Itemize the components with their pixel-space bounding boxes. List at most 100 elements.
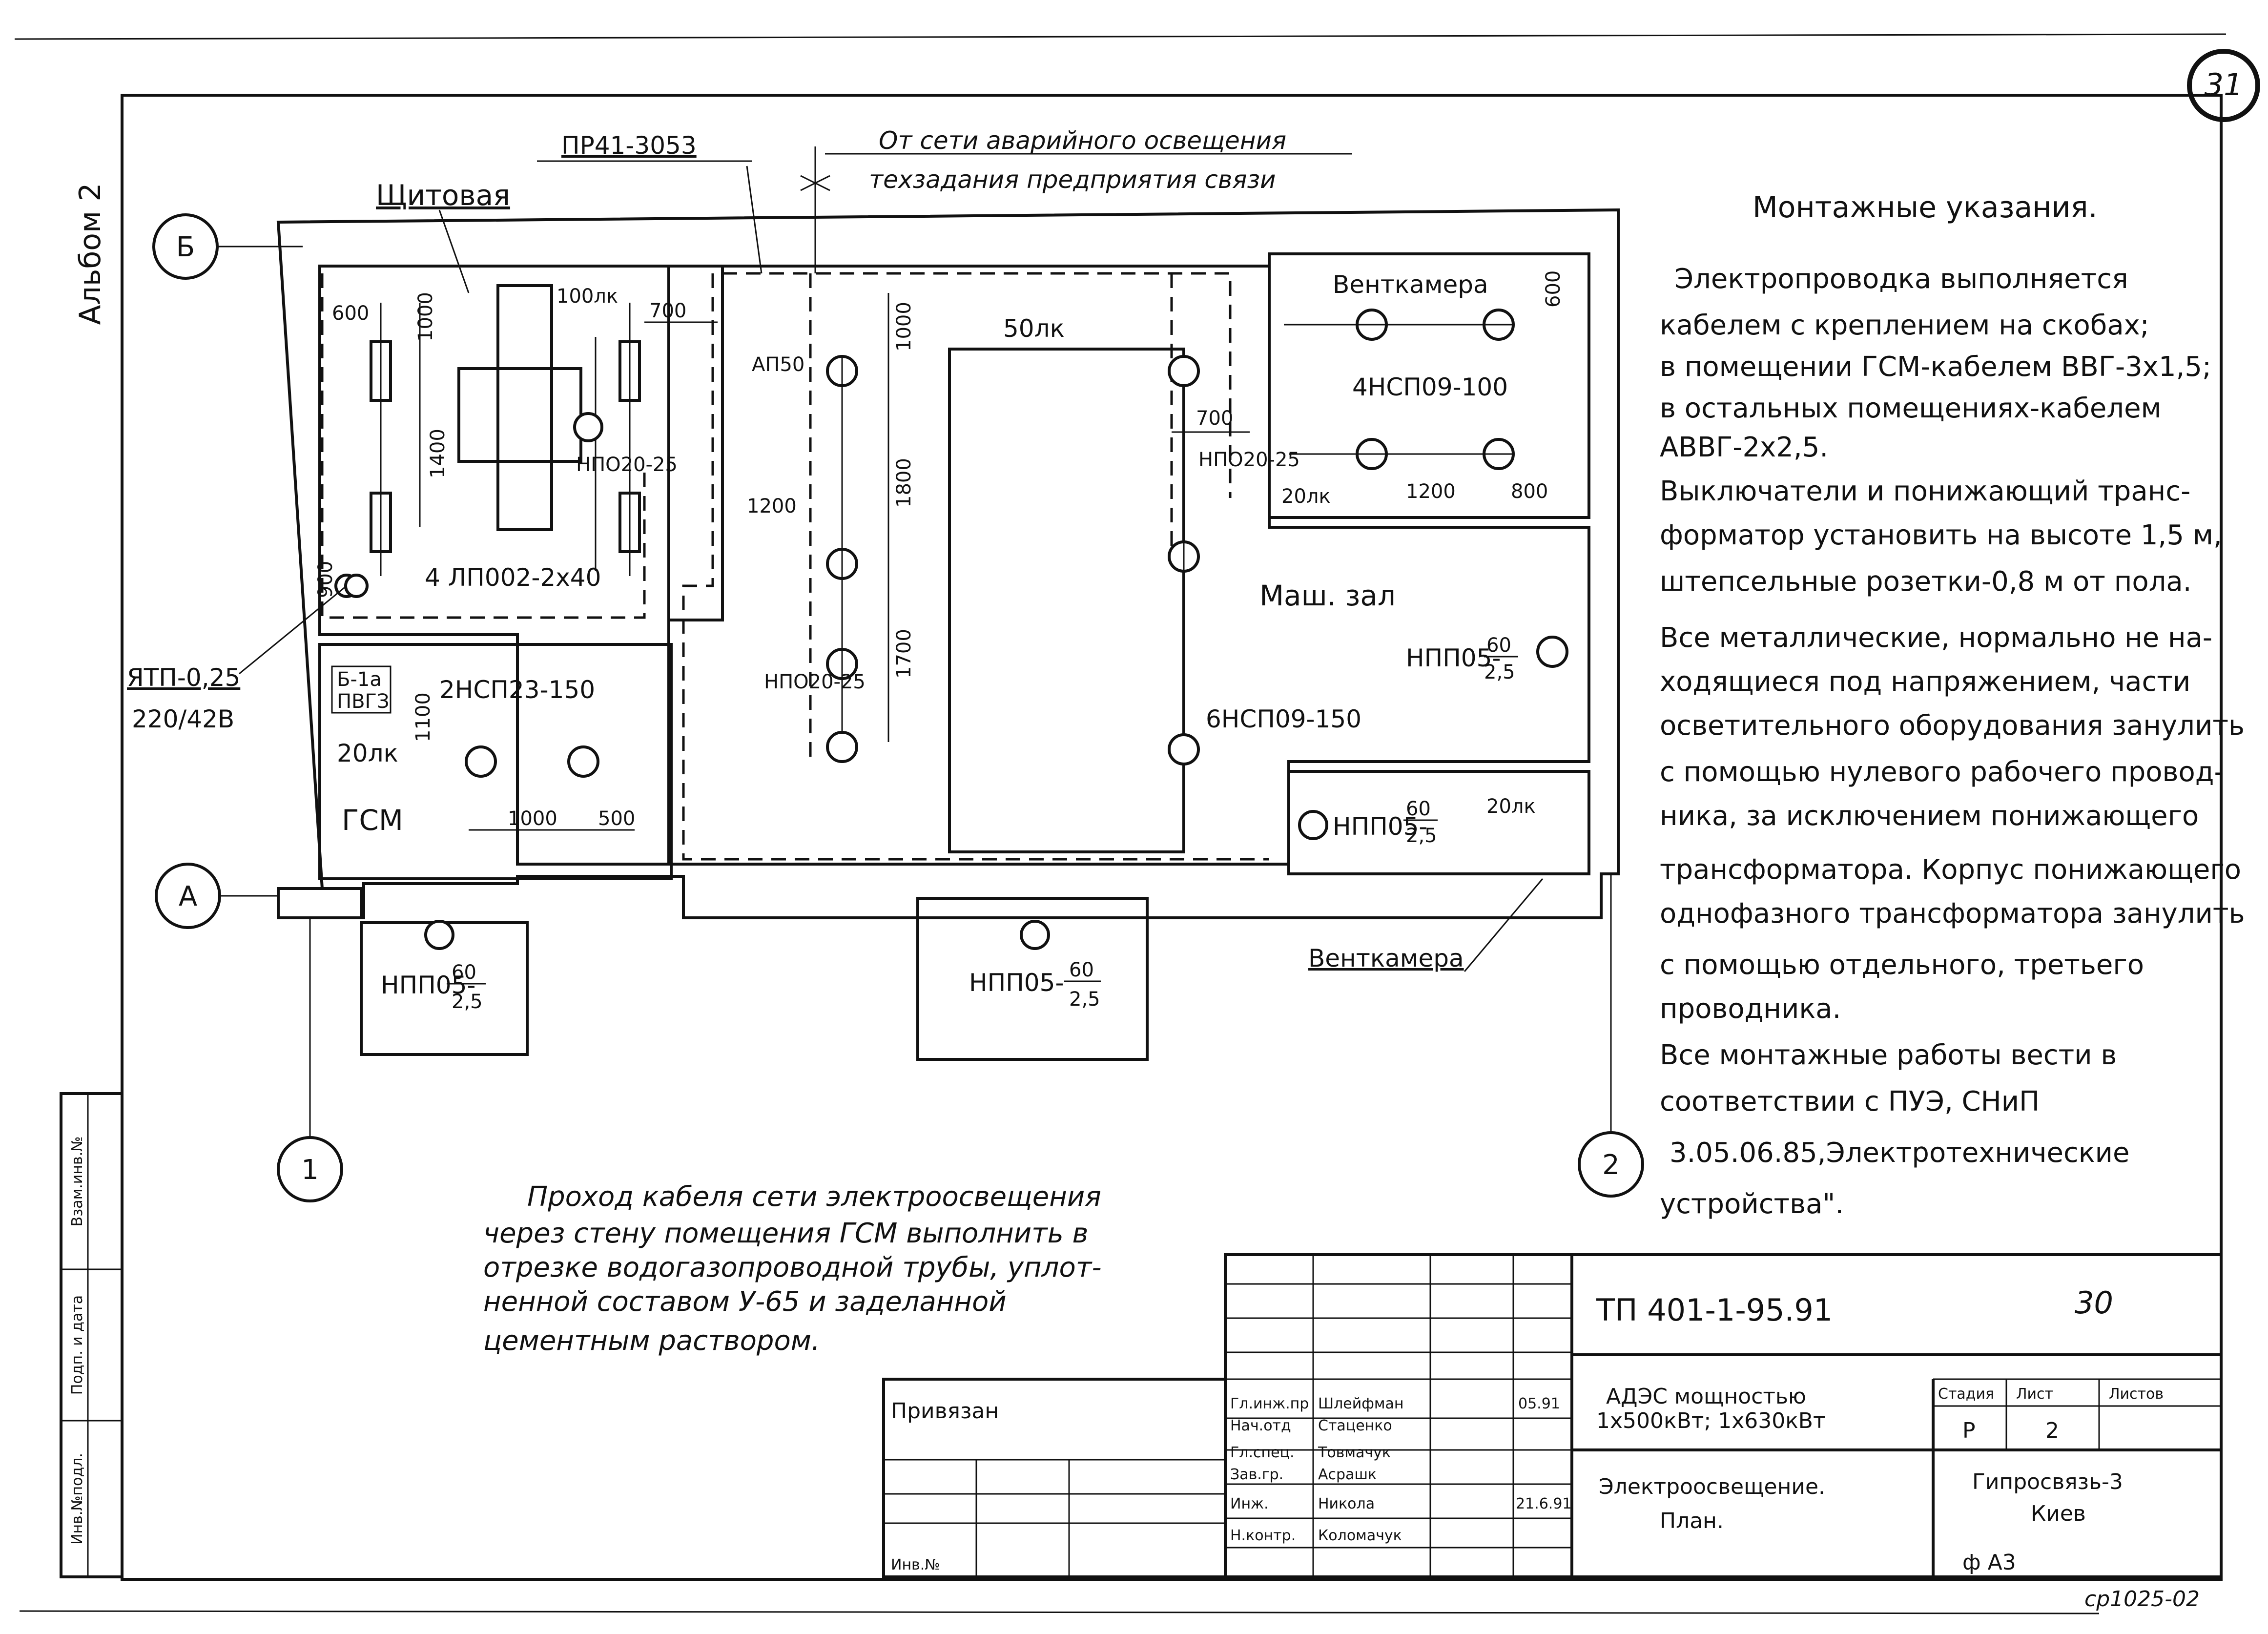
note-line: с помощью отдельного, третьего (1660, 949, 2144, 981)
note-line: АВВГ-2х2,5. (1660, 432, 1828, 463)
tb-privyazan: Привязан (891, 1399, 999, 1424)
gsm-lamp-label: 2НСП23-150 (439, 676, 595, 704)
dim-700: 700 (649, 300, 686, 322)
hall-fixtures-left (826, 355, 858, 763)
svg-text:ненной составом У-65 и заделан: ненной составом У-65 и заделанной (483, 1286, 1007, 1318)
tb-sheet-h: Лист (2016, 1386, 2053, 1403)
svg-text:НПП05-: НПП05- (381, 971, 475, 999)
svg-text:Зав.гр.: Зав.гр. (1230, 1466, 1283, 1483)
tb-sheet-no: 30 (2075, 1285, 2113, 1321)
svg-text:Н.контр.: Н.контр. (1230, 1527, 1296, 1544)
sheet-number: 31 (2205, 67, 2243, 103)
axis-b: Б (152, 213, 303, 280)
svg-text:Асрашк: Асрашк (1318, 1466, 1377, 1483)
svg-text:2,5: 2,5 (1484, 661, 1515, 683)
note-line: трансформатора. Корпус понижающего (1660, 854, 2241, 886)
fixture-np-panel-label: НПО20-25 (576, 454, 678, 476)
b1a-label: Б-1а (337, 668, 382, 691)
tb-names: Шлейфман Стаценко Товмачук Асрашк Никола… (1318, 1395, 1404, 1544)
svg-text:через стену помещения ГСМ выпо: через стену помещения ГСМ выполнить в (483, 1218, 1089, 1249)
notes-title: Монтажные указания. (1753, 190, 2098, 225)
vent-lamp-label: 4НСП09-100 (1352, 373, 1508, 401)
side-inv-podl: Инв.№подл. (69, 1453, 86, 1545)
side-podp-data: Подп. и дата (69, 1295, 86, 1395)
sheet-bottom-trim (19, 1610, 2100, 1614)
svg-text:А: А (179, 881, 197, 912)
svg-text:2,5: 2,5 (1406, 825, 1437, 847)
dim-ap50: АП50 (752, 353, 804, 376)
tb-sheets-h: Листов (2109, 1386, 2164, 1403)
dim-500: 500 (598, 807, 635, 830)
svg-text:Коломачук: Коломачук (1318, 1527, 1402, 1544)
note-line: 3.05.06.85,Электротехнические (1670, 1137, 2129, 1169)
gsm-lux: 20лк (337, 739, 398, 767)
svg-text:05.91: 05.91 (1518, 1395, 1560, 1412)
room-vent-bottom: Венткамера (1308, 944, 1464, 972)
note-line: ника, за исключением понижающего (1660, 800, 2199, 832)
fixture-npp-bottom-mid: НПП05- 60 2,5 (969, 920, 1101, 1011)
tb-desc-4: План. (1660, 1509, 1724, 1533)
svg-text:2,5: 2,5 (1069, 988, 1100, 1011)
axis-1: 1 (277, 918, 343, 1202)
dim-1800: 1800 (893, 458, 915, 508)
svg-text:Проход кабеля сети электроосве: Проход кабеля сети электроосвещения (527, 1181, 1101, 1213)
tb-stamp: ср1025-02 (2084, 1587, 2200, 1612)
fixture-np-main: НПО20-25 (764, 671, 866, 693)
note-line: проводника. (1660, 993, 1841, 1025)
dim-800: 800 (1511, 480, 1548, 503)
dim-1000-gsm: 1000 (508, 807, 557, 830)
note-line: Все металлические, нормально не на- (1660, 622, 2212, 654)
dim-1000: 1000 (414, 292, 437, 342)
note-line: форматор установить на высоте 1,5 м, (1660, 519, 2222, 551)
dim-1000-hall: 1000 (893, 302, 915, 352)
fixture-npp-right: НПП05- 60 2,5 (1406, 634, 1568, 683)
room-gsm: ГСМ (342, 804, 403, 837)
b1a-label-2: ПВГЗ (337, 690, 390, 713)
note-line: штепсельные розетки-0,8 м от пола. (1660, 566, 2192, 598)
bottom-note: Проход кабеля сети электроосвещения чере… (483, 1181, 1102, 1357)
room-mash-zal: Маш. зал (1259, 579, 1396, 612)
fixture-np-main2: НПО20-25 (1198, 449, 1300, 471)
room-panel-label: Щитовая (376, 179, 510, 212)
tb-sheet: 2 (2045, 1418, 2059, 1443)
sheet-number-circle (2187, 49, 2260, 122)
svg-text:60: 60 (1486, 634, 1511, 657)
side-strip: Инв.№подл. Подп. и дата Взам.инв.№ (60, 1092, 124, 1578)
svg-text:НПП05-: НПП05- (969, 969, 1064, 997)
tb-dates: 05.91 21.6.91 (1516, 1395, 1572, 1512)
tb-roles: Гл.инж.пр Нач.отд Гл.спец. Зав.гр. Инж. … (1230, 1395, 1309, 1544)
vent-lux: 20лк (1281, 485, 1331, 508)
dim-1200: 1200 (747, 495, 797, 517)
note-line: устройства". (1660, 1188, 1844, 1220)
transformer-icon-2 (344, 574, 369, 598)
top-code: ПР41-3053 (561, 131, 697, 160)
dim-1200b: 1200 (1406, 480, 1456, 503)
svg-text:Гл.спец.: Гл.спец. (1230, 1444, 1295, 1461)
svg-text:Товмачук: Товмачук (1318, 1444, 1391, 1461)
svg-text:Стаценко: Стаценко (1318, 1417, 1392, 1434)
dim-600: 600 (332, 302, 369, 325)
ytp-voltage: 220/42В (132, 705, 234, 733)
tb-doc-code: ТП 401-1-95.91 (1596, 1292, 1833, 1328)
axis-a: А (155, 863, 278, 929)
svg-text:цементным раствором.: цементным раствором. (483, 1325, 820, 1357)
side-vzam-inv: Взам.инв.№ (69, 1137, 86, 1227)
room-vent-top: Венткамера (1333, 270, 1488, 299)
hall-lux: 50лк (1003, 314, 1065, 343)
svg-text:Шлейфман: Шлейфман (1318, 1395, 1404, 1412)
dim-600b: 600 (1542, 270, 1565, 308)
tb-stage-h: Стадия (1938, 1386, 1994, 1403)
note-line: осветительного оборудования занулить (1660, 710, 2245, 742)
fixture-npp-bottom-left: НПП05- 60 2,5 (381, 920, 486, 1013)
svg-text:Б: Б (176, 231, 195, 263)
gsm-fixture-1 (465, 745, 497, 778)
dim-700-vent: 700 (1196, 407, 1233, 430)
fixture-np-panel (573, 412, 603, 442)
note-line: кабелем с креплением на скобах; (1660, 310, 2149, 341)
album-label: Альбом 2 (73, 183, 107, 325)
dim-1100: 1100 (412, 692, 434, 742)
tb-desc-1: АДЭС мощностью (1606, 1384, 1806, 1409)
panel-lux: 100лк (557, 285, 618, 308)
tb-stage: Р (1962, 1418, 1976, 1443)
svg-text:Инж.: Инж. (1230, 1495, 1269, 1512)
